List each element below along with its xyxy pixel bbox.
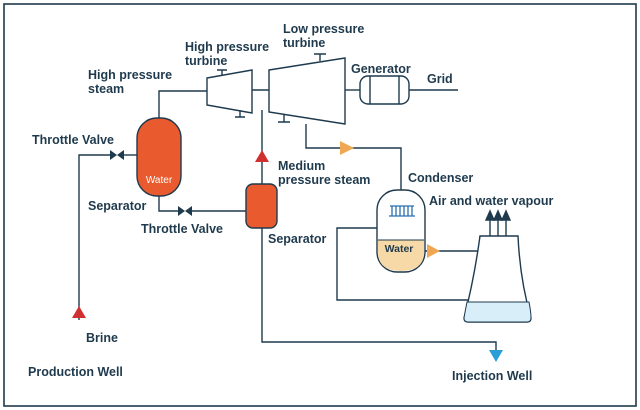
condenser-orange-arrow bbox=[427, 244, 440, 258]
label-production-well: Production Well bbox=[28, 365, 123, 379]
label-low-pressure-turbine: Low pressure turbine bbox=[283, 22, 368, 50]
high-pressure-steam-pipe bbox=[158, 90, 207, 118]
lp-turbine-bottom-mount bbox=[278, 114, 290, 123]
label-condenser: Condenser bbox=[408, 171, 473, 185]
brine-pipe bbox=[78, 154, 110, 320]
medium-steam-red-arrow bbox=[255, 150, 269, 162]
hp-turbine-top-mount bbox=[217, 69, 227, 76]
label-throttle-valve-bottom: Throttle Valve bbox=[141, 222, 223, 236]
label-generator: Generator bbox=[351, 62, 411, 76]
vapour-arrows bbox=[484, 209, 512, 236]
high-pressure-turbine bbox=[206, 69, 253, 114]
pipe-separator-to-valve bbox=[158, 196, 178, 212]
generator-body bbox=[359, 75, 410, 105]
cooling-loop-pipe bbox=[336, 227, 474, 301]
separator-left-water-label: Water bbox=[146, 175, 173, 186]
injection-blue-arrow bbox=[489, 350, 503, 362]
brine-red-arrow bbox=[72, 306, 86, 318]
cooling-tower-water bbox=[463, 301, 532, 323]
label-air-water-vapour: Air and water vapour bbox=[429, 194, 553, 208]
label-high-pressure-turbine: High pressure turbine bbox=[185, 40, 273, 68]
label-grid: Grid bbox=[427, 72, 453, 86]
lp-turbine-top-mount bbox=[314, 53, 326, 61]
label-injection-well: Injection Well bbox=[452, 369, 532, 383]
condenser-water-label: Water bbox=[385, 243, 414, 255]
label-high-pressure-steam: High pressure steam bbox=[88, 68, 176, 96]
exhaust-orange-arrow bbox=[340, 141, 354, 155]
brine-return-pipe bbox=[261, 228, 497, 350]
low-pressure-turbine bbox=[268, 57, 346, 125]
label-separator-right: Separator bbox=[268, 232, 326, 246]
label-throttle-valve-top: Throttle Valve bbox=[32, 133, 114, 147]
label-medium-pressure-steam: Medium pressure steam bbox=[278, 159, 370, 187]
condenser-coil bbox=[389, 205, 415, 217]
label-brine: Brine bbox=[86, 331, 118, 345]
throttle-valve-bottom bbox=[178, 206, 192, 216]
label-separator-left: Separator bbox=[88, 199, 146, 213]
diagram-frame bbox=[3, 3, 637, 407]
condenser-water-fill bbox=[378, 240, 424, 271]
hp-turbine-bottom-mount bbox=[235, 110, 245, 118]
throttle-valve-top bbox=[110, 150, 124, 160]
separator-right-vessel bbox=[245, 183, 278, 229]
separator-left-vessel bbox=[136, 117, 182, 197]
